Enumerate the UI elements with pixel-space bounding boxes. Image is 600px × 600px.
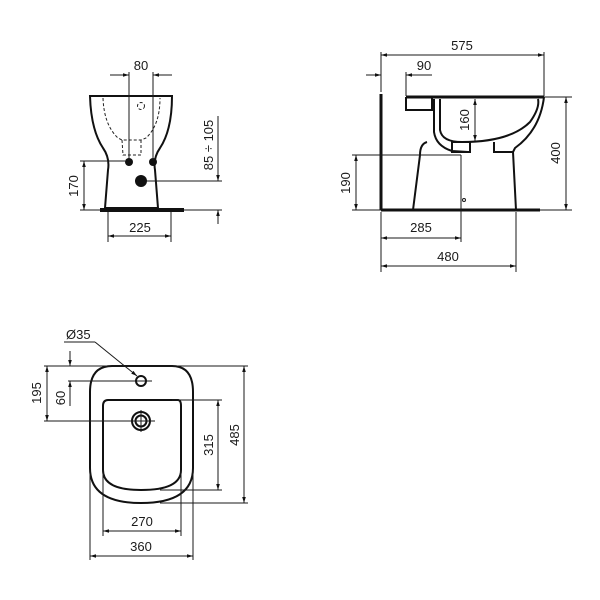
dim-top-drain-from-edge: 195: [29, 382, 44, 404]
dim-top-bowl-length: 315: [201, 434, 216, 456]
dim-top-bowl-width: 270: [131, 514, 153, 529]
side-pedestal-front: [493, 142, 517, 211]
top-view: Ø35 485 195 60 315 270 360: [29, 327, 248, 560]
front-outlet: [135, 175, 147, 187]
dim-top-overall-width: 360: [130, 539, 152, 554]
dim-top-tap-hole-diameter: Ø35: [66, 327, 91, 342]
dim-side-overall-depth: 575: [451, 38, 473, 53]
front-overflow-hole: [137, 102, 145, 110]
dim-side-bowl-depth: 160: [457, 109, 472, 131]
side-tap-deck: [405, 97, 433, 111]
dim-front-outlet-height: 85 ÷ 105: [201, 120, 216, 171]
front-bowl-hidden-line: [102, 97, 161, 141]
dim-front-tap-spacing: 80: [134, 58, 148, 73]
dim-side-base-depth: 480: [437, 249, 459, 264]
side-view: 575 90 160 400 190 285 480: [338, 38, 572, 272]
dim-top-overall-length: 485: [227, 424, 242, 446]
front-inlet-right: [149, 158, 157, 166]
side-bowl-front: [512, 96, 545, 153]
dim-front-inlet-height: 170: [66, 175, 81, 197]
dim-side-wall-gap: 90: [417, 58, 431, 73]
side-pedestal-back: [412, 141, 428, 211]
front-inlet-left: [125, 158, 133, 166]
front-view: 80 170 85 ÷ 105 225: [66, 58, 222, 242]
front-trap-hidden-line: [121, 139, 142, 156]
dim-side-outlet-from-wall: 285: [410, 220, 432, 235]
side-outlet: [451, 141, 471, 153]
top-body-outline: [89, 365, 194, 505]
dim-side-total-height: 400: [548, 142, 563, 164]
dim-front-base-width: 225: [129, 220, 151, 235]
side-bowl-inner: [439, 98, 540, 144]
dim-top-tap-hole-from-edge: 60: [53, 391, 68, 405]
dim-side-inlet-height: 190: [338, 172, 353, 194]
top-bowl-outline: [102, 399, 182, 492]
front-body-outline: [88, 95, 174, 209]
